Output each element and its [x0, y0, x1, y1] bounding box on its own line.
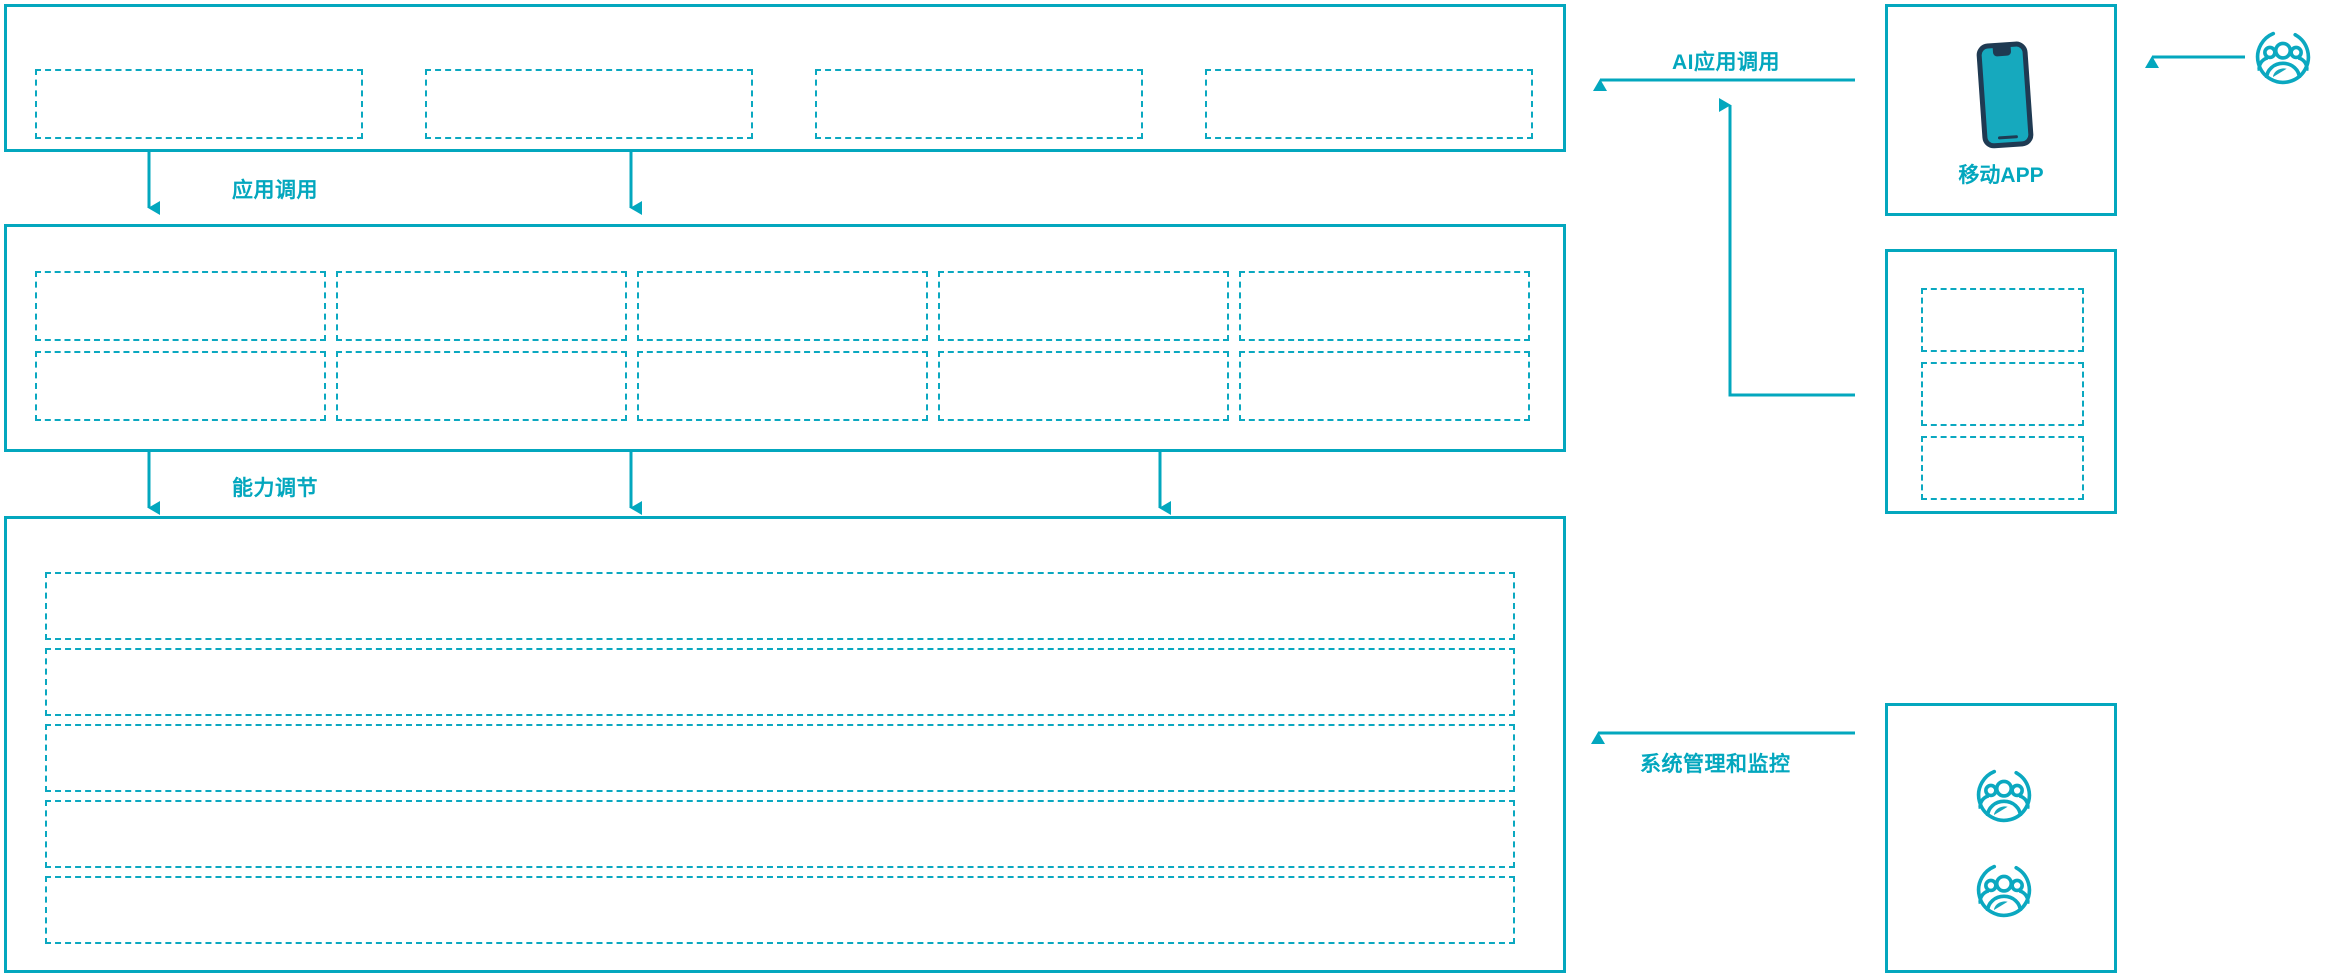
capability-slot-r2c4[interactable] [938, 351, 1229, 421]
channel-slot-1[interactable] [1921, 288, 2084, 352]
application-slot-2[interactable] [425, 69, 753, 139]
mobile-app-label: 移动APP [1958, 164, 2044, 187]
user-group-icon [1975, 861, 2033, 919]
infrastructure-bar-1[interactable] [45, 572, 1515, 640]
capability-slot-r1c4[interactable] [938, 271, 1229, 341]
management-panel [1885, 703, 2117, 973]
capability-slot-r2c2[interactable] [336, 351, 627, 421]
mobile-app-panel: 移动APP [1885, 4, 2117, 216]
capability-slot-r1c2[interactable] [336, 271, 627, 341]
mobile-phone-icon [1964, 35, 2044, 155]
connector-riser [1719, 98, 1855, 397]
capability-slot-r1c5[interactable] [1239, 271, 1530, 341]
connector-label-system-monitor: 系统管理和监控 [1640, 753, 1791, 776]
capability-layer-panel [4, 224, 1566, 452]
infrastructure-bar-3[interactable] [45, 724, 1515, 792]
application-layer-panel [4, 4, 1566, 152]
application-slot-3[interactable] [815, 69, 1143, 139]
application-slot-1[interactable] [35, 69, 363, 139]
infrastructure-bar-5[interactable] [45, 876, 1515, 944]
connector-label-ai-app-invoke: AI应用调用 [1672, 51, 1780, 74]
channel-slot-2[interactable] [1921, 362, 2084, 426]
capability-slot-r2c1[interactable] [35, 351, 326, 421]
user-group-icon [1975, 766, 2033, 824]
application-slot-4[interactable] [1205, 69, 1533, 139]
capability-slot-r2c5[interactable] [1239, 351, 1530, 421]
connector-label-capability-adjust: 能力调节 [232, 477, 318, 500]
infrastructure-layer-panel [4, 516, 1566, 973]
channel-panel [1885, 249, 2117, 514]
capability-slot-r1c3[interactable] [637, 271, 928, 341]
infrastructure-bar-4[interactable] [45, 800, 1515, 868]
connector-label-app-invoke: 应用调用 [232, 179, 318, 202]
external-user-group-icon [2254, 28, 2312, 86]
capability-slot-r1c1[interactable] [35, 271, 326, 341]
infrastructure-bar-2[interactable] [45, 648, 1515, 716]
capability-slot-r2c3[interactable] [637, 351, 928, 421]
channel-slot-3[interactable] [1921, 436, 2084, 500]
